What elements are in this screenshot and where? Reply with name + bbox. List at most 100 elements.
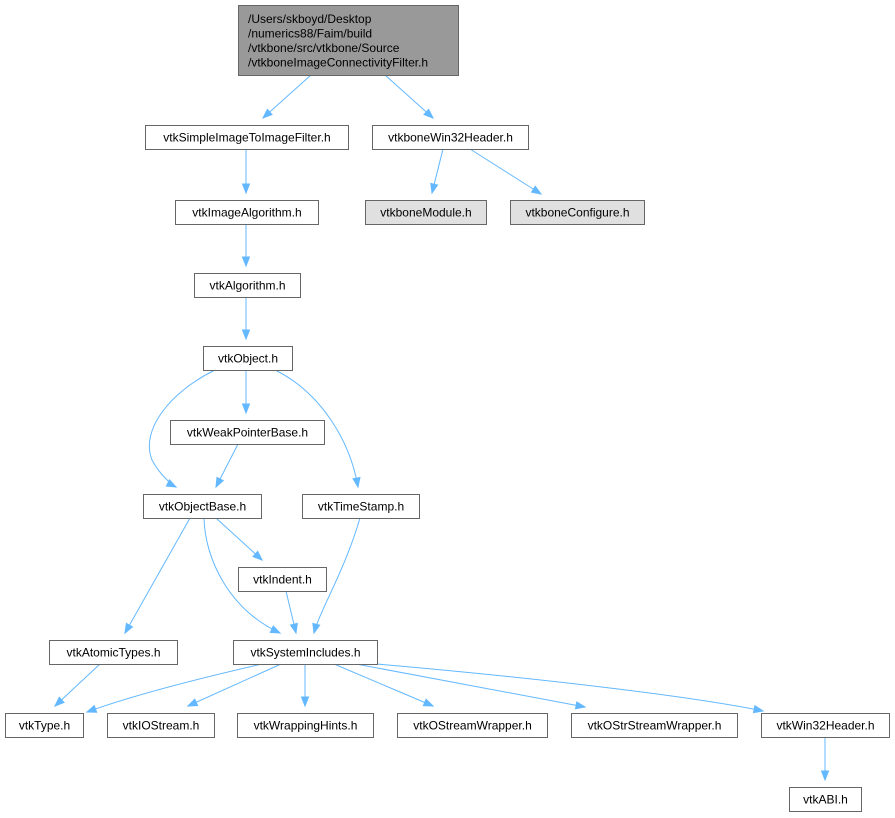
node-root-label: /vtkbone/src/vtkbone/Source <box>248 41 400 55</box>
edge-root-to-win32bone <box>384 74 434 119</box>
node-object-box <box>203 346 293 371</box>
node-weak-box <box>170 420 325 445</box>
node-simple[interactable]: vtkSimpleImageToImageFilter.h <box>145 125 349 150</box>
node-boneconfigure[interactable]: vtkboneConfigure.h <box>510 200 645 225</box>
node-algo-box <box>194 273 301 298</box>
edge-weak-to-objectbase-arrowhead <box>215 476 225 489</box>
node-type-label: vtkType.h <box>19 719 70 733</box>
node-iostream-label: vtkIOStream.h <box>123 719 200 733</box>
edge-root-to-simple <box>262 74 312 119</box>
edge-objectbase-to-indent-arrowhead <box>252 550 264 561</box>
edge-objectbase-to-sysinc <box>203 517 281 634</box>
node-win32bone[interactable]: vtkboneWin32Header.h <box>372 125 529 150</box>
edge-sysinc-to-win32-arrowhead <box>752 704 765 714</box>
node-ostrstream[interactable]: vtkOStrStreamWrapper.h <box>571 713 738 738</box>
edge-win32-to-abi-arrowhead <box>820 770 830 782</box>
node-iostream-box <box>107 713 215 738</box>
node-iostream[interactable]: vtkIOStream.h <box>107 713 215 738</box>
nodes-layer: /Users/skboyd/Desktop/numerics88/Faim/bu… <box>5 5 890 812</box>
edge-algo-to-object-arrowhead <box>241 329 251 341</box>
node-imagealgo-label: vtkImageAlgorithm.h <box>192 206 301 220</box>
node-timestamp[interactable]: vtkTimeStamp.h <box>302 494 420 519</box>
node-timestamp-label: vtkTimeStamp.h <box>318 500 404 514</box>
node-indent[interactable]: vtkIndent.h <box>238 567 327 592</box>
edge-objectbase-to-indent <box>215 517 263 561</box>
node-ostream-label: vtkOStreamWrapper.h <box>413 719 532 733</box>
node-ostream-box <box>397 713 548 738</box>
edge-root-to-simple-arrowhead <box>261 108 273 119</box>
node-sysinc-label: vtkSystemIncludes.h <box>250 646 360 660</box>
node-weak[interactable]: vtkWeakPointerBase.h <box>170 420 325 445</box>
node-type[interactable]: vtkType.h <box>5 713 84 738</box>
node-wrapping-box <box>237 713 374 738</box>
node-type-box <box>5 713 84 738</box>
edge-imagealgo-to-algo-arrowhead <box>241 256 251 268</box>
node-root-label: /numerics88/Faim/build <box>248 26 372 40</box>
node-wrapping-label: vtkWrappingHints.h <box>254 719 358 733</box>
node-atomic-label: vtkAtomicTypes.h <box>66 646 160 660</box>
node-sysinc-box <box>233 640 378 665</box>
edge-sysinc-to-type-arrowhead <box>85 704 98 713</box>
edge-sysinc-to-iostream-arrowhead <box>186 698 199 707</box>
node-weak-label: vtkWeakPointerBase.h <box>187 426 308 440</box>
edge-sysinc-to-ostrstream-arrowhead <box>574 701 587 710</box>
edges-layer <box>53 74 830 782</box>
node-object[interactable]: vtkObject.h <box>203 346 293 371</box>
edge-timestamp-to-sysinc-arrowhead <box>312 622 321 635</box>
edge-sysinc-to-wrapping-arrowhead <box>300 696 310 708</box>
node-root-label: /vtkboneImageConnectivityFilter.h <box>248 55 428 69</box>
edge-object-to-timestamp-arrowhead <box>352 476 361 489</box>
node-indent-label: vtkIndent.h <box>253 573 312 587</box>
node-algo-label: vtkAlgorithm.h <box>209 279 285 293</box>
edge-objectbase-to-sysinc-arrowhead <box>269 625 282 634</box>
edge-win32bone-to-bonemodule-arrowhead <box>430 182 439 195</box>
node-ostrstream-label: vtkOStrStreamWrapper.h <box>588 719 722 733</box>
node-win32bone-label: vtkboneWin32Header.h <box>388 131 513 145</box>
node-imagealgo-box <box>175 200 319 225</box>
edge-sysinc-to-iostream <box>187 663 282 707</box>
node-simple-box <box>145 125 349 150</box>
node-wrapping[interactable]: vtkWrappingHints.h <box>237 713 374 738</box>
node-sysinc[interactable]: vtkSystemIncludes.h <box>233 640 378 665</box>
edge-win32bone-to-boneconfigure-arrowhead <box>530 185 543 195</box>
node-imagealgo[interactable]: vtkImageAlgorithm.h <box>175 200 319 225</box>
node-timestamp-box <box>302 494 420 519</box>
edge-indent-to-sysinc-arrowhead <box>289 622 298 635</box>
edge-win32bone-to-boneconfigure <box>469 148 542 195</box>
node-abi-label: vtkABI.h <box>803 793 848 807</box>
edge-objectbase-to-atomic <box>124 517 191 634</box>
edge-sysinc-to-type <box>86 663 263 713</box>
edge-object-to-weak-arrowhead <box>241 403 251 415</box>
node-root-label: /Users/skboyd/Desktop <box>248 12 372 26</box>
node-indent-box <box>238 567 327 592</box>
node-objectbase-label: vtkObjectBase.h <box>159 500 246 514</box>
node-bonemodule[interactable]: vtkboneModule.h <box>365 200 487 225</box>
edge-atomic-to-type-arrowhead <box>53 696 65 707</box>
node-atomic[interactable]: vtkAtomicTypes.h <box>49 640 178 665</box>
node-abi[interactable]: vtkABI.h <box>789 787 862 812</box>
edge-simple-to-imagealgo-arrowhead <box>241 183 251 195</box>
node-boneconfigure-box <box>510 200 645 225</box>
edge-object-to-timestamp <box>274 369 359 488</box>
edge-sysinc-to-ostrstream <box>355 663 586 708</box>
edge-object-to-objectbase-arrowhead <box>165 478 178 488</box>
node-bonemodule-label: vtkboneModule.h <box>380 206 471 220</box>
node-objectbase-box <box>143 494 262 519</box>
edge-sysinc-to-ostream-arrowhead <box>422 698 435 707</box>
edge-root-to-win32bone-arrowhead <box>423 108 435 119</box>
node-win32bone-box <box>372 125 529 150</box>
node-simple-label: vtkSimpleImageToImageFilter.h <box>163 131 330 145</box>
node-root[interactable]: /Users/skboyd/Desktop/numerics88/Faim/bu… <box>238 5 459 76</box>
node-algo[interactable]: vtkAlgorithm.h <box>194 273 301 298</box>
node-win32-box <box>761 713 890 738</box>
edge-sysinc-to-ostream <box>333 663 434 707</box>
edge-sysinc-to-win32 <box>376 663 764 712</box>
node-objectbase[interactable]: vtkObjectBase.h <box>143 494 262 519</box>
node-root-box <box>238 5 459 76</box>
node-ostream[interactable]: vtkOStreamWrapper.h <box>397 713 548 738</box>
node-atomic-box <box>49 640 178 665</box>
node-win32[interactable]: vtkWin32Header.h <box>761 713 890 738</box>
node-object-label: vtkObject.h <box>218 352 278 366</box>
node-abi-box <box>789 787 862 812</box>
